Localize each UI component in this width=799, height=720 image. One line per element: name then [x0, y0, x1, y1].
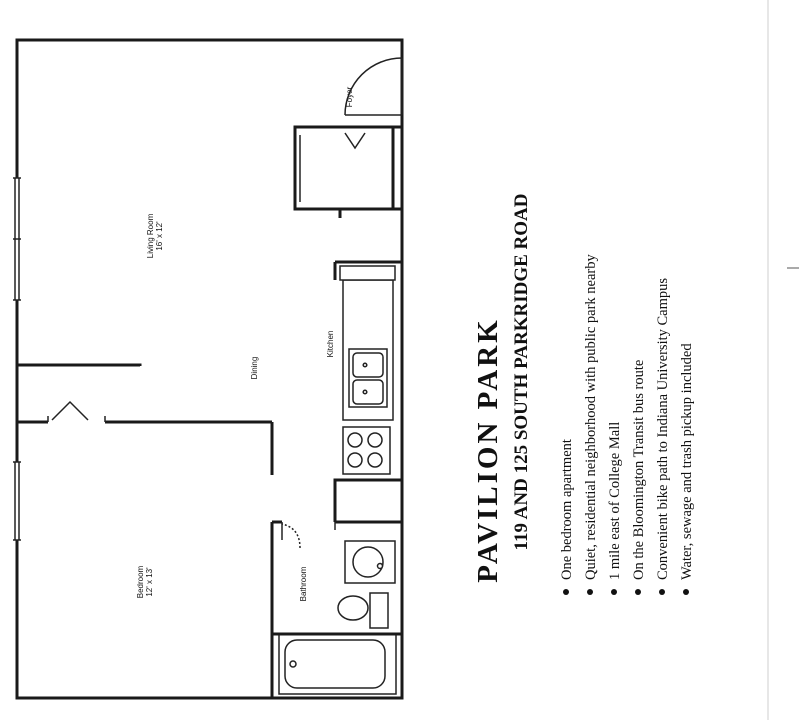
- subtitle: 119 AND 125 SOUTH PARKRIDGE ROAD: [511, 194, 532, 551]
- feature-item: Water, sewage and trash pickup included: [679, 343, 695, 580]
- bullet-icon: [587, 589, 593, 595]
- living-room-label: Living Room: [146, 213, 155, 258]
- sink-bowl-2: [352, 379, 384, 405]
- dining-label: Dining: [250, 357, 259, 380]
- bathroom-door-swing: [281, 523, 301, 549]
- closet-bifold-door: [344, 132, 366, 150]
- toilet-tank: [369, 592, 389, 629]
- feature-item: On the Bloomington Transit bus route: [631, 360, 647, 580]
- fridge-top: [339, 265, 396, 281]
- bullet-icon: [563, 589, 569, 595]
- foyer-closet: [293, 125, 395, 211]
- foyer-label: Foyer: [345, 86, 354, 107]
- bedroom-size: 12' x 13': [145, 567, 154, 597]
- burner-4: [367, 452, 383, 468]
- feature-item: 1 mile east of College Mall: [607, 422, 623, 580]
- bullet-icon: [635, 589, 641, 595]
- bullet-icon: [611, 589, 617, 595]
- bedroom-bifold-door: [51, 400, 89, 421]
- feature-item: Quiet, residential neighborhood with pub…: [583, 253, 599, 580]
- wall-living-bedroom-top: [17, 363, 142, 367]
- bullet-icon: [659, 589, 665, 595]
- feature-list: One bedroom apartment Quiet, residential…: [559, 253, 695, 595]
- burner-3: [347, 452, 363, 468]
- bullet-icon: [683, 589, 689, 595]
- sink-bowl-1: [352, 352, 384, 378]
- living-room-size: 16' x 12': [155, 221, 164, 251]
- kitchen-label: Kitchen: [326, 331, 335, 358]
- outer-wall: [15, 38, 404, 700]
- title: PAVILION PARK: [472, 317, 504, 582]
- window-living-1: [13, 177, 21, 301]
- wall-kitchen-lower: [333, 478, 345, 522]
- toilet-bowl: [337, 595, 369, 621]
- bathtub-basin: [284, 639, 386, 689]
- bathroom-label: Bathroom: [299, 566, 308, 601]
- floor-plan: [13, 38, 404, 700]
- burner-2: [367, 432, 383, 448]
- feature-item: Convenient bike path to Indiana Universi…: [655, 278, 671, 580]
- sink-basin: [352, 546, 384, 578]
- feature-item: One bedroom apartment: [559, 439, 575, 580]
- window-bedroom: [13, 461, 21, 541]
- bedroom-label: Bedroom: [136, 565, 145, 598]
- foyer-door-swing: [344, 57, 403, 116]
- sink-drain-icon: [376, 562, 384, 570]
- tub-drain-icon: [289, 660, 297, 668]
- burner-1: [347, 432, 363, 448]
